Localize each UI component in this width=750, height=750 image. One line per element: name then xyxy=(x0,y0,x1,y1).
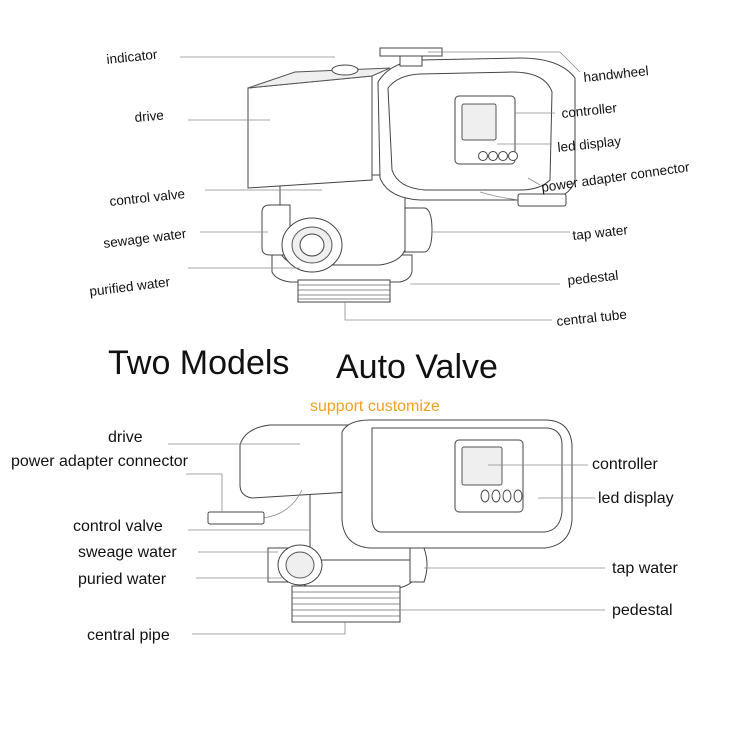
bottom-right-port-shape xyxy=(409,547,428,583)
bottom-valve-drawing xyxy=(207,419,573,623)
bottom-label-led-display: led display xyxy=(598,490,674,507)
bottom-label-tap-water: tap water xyxy=(612,560,678,577)
bottom-drive-shape xyxy=(239,424,351,499)
top-connector-plug xyxy=(517,193,567,207)
top-label-control-valve: control valve xyxy=(109,186,186,209)
top-leader-lines xyxy=(180,51,581,321)
heading-right: Auto Valve xyxy=(336,348,498,386)
top-label-pedestal: pedestal xyxy=(567,268,619,288)
bottom-label-central-pipe: central pipe xyxy=(87,627,170,644)
bottom-led-buttons xyxy=(480,489,523,503)
heading-left: Two Models xyxy=(108,344,289,382)
bottom-led-screen xyxy=(461,446,503,486)
top-label-controller: controller xyxy=(561,100,618,121)
bottom-outlet-hole xyxy=(285,551,315,579)
bottom-label-controller: controller xyxy=(592,456,658,473)
top-label-drive: drive xyxy=(134,107,164,124)
top-central-tube-shape xyxy=(297,279,391,303)
top-indicator-shape xyxy=(331,64,359,76)
top-handwheel-shape xyxy=(379,47,443,57)
top-label-handwheel: handwheel xyxy=(583,63,650,85)
top-thread-lines xyxy=(298,284,390,300)
bottom-label-power-adapter-connector: power adapter connector xyxy=(11,453,189,470)
bottom-labels: drive power adapter connector control va… xyxy=(11,429,678,644)
top-label-purified-water: purified water xyxy=(89,274,172,299)
top-drive-shape xyxy=(247,75,373,189)
top-valve-drawing xyxy=(247,47,576,303)
top-label-led-display: led display xyxy=(557,133,622,155)
bottom-leader-lines xyxy=(168,443,605,635)
top-led-buttons xyxy=(478,151,518,161)
bottom-label-control-valve: control valve xyxy=(73,518,163,535)
heading-subtitle: support customize xyxy=(310,398,440,415)
bottom-label-drive: drive xyxy=(108,429,143,446)
top-label-central-tube: central tube xyxy=(556,307,628,329)
bottom-label-puried-water: puried water xyxy=(78,571,167,588)
top-label-indicator: indicator xyxy=(106,47,159,67)
bottom-label-pedestal: pedestal xyxy=(612,602,673,619)
bottom-label-sweage-water: sweage water xyxy=(78,544,177,561)
top-label-sewage-water: sewage water xyxy=(103,226,188,251)
top-led-screen xyxy=(461,103,497,141)
top-label-tap-water: tap water xyxy=(572,222,629,243)
bottom-thread-lines xyxy=(292,591,400,617)
bottom-connector-plug xyxy=(207,511,265,525)
top-right-port-shape xyxy=(404,207,433,253)
